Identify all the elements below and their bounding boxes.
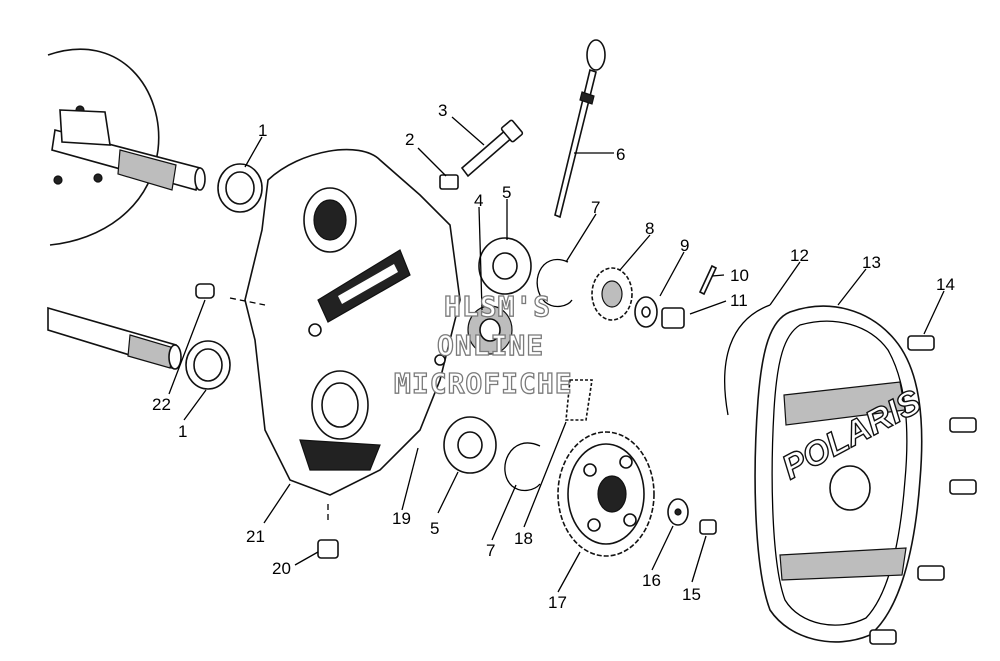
nut [439,174,459,190]
lower-gear [557,431,655,557]
washer-upper [634,296,658,328]
callout-18: 18 [514,529,533,548]
callout-3: 3 [438,101,447,120]
callout-15: 15 [682,585,701,604]
dowel-pin [195,283,215,299]
castle-nut [661,307,685,329]
cover-bolts [869,335,977,645]
callout-9: 9 [680,236,689,255]
watermark-line-3: MICROFICHE [394,367,573,400]
watermark-line-1: HLSM'S [444,290,551,323]
callout-19: 19 [392,509,411,528]
snap-ring-lower [504,442,541,492]
callout-20: 20 [272,559,291,578]
callout-14: 14 [936,275,955,294]
cotter-pin [698,264,718,296]
tensioner-bolt [460,119,524,178]
callout-21: 21 [246,527,265,546]
snap-ring-upper [536,259,573,308]
callout-5-upper: 5 [502,183,511,202]
tensioner-roller [467,305,513,355]
callout-8: 8 [645,219,654,238]
bearing-upper [478,237,532,295]
callout-5-lower: 5 [430,519,439,538]
chaincase-cover: POLARIS [754,305,928,643]
drain-plug [317,539,339,559]
callout-4: 4 [474,191,483,210]
callout-12: 12 [790,246,809,265]
callout-2: 2 [405,130,414,149]
seal-upper [217,163,263,213]
washer-lower [667,498,689,526]
watermark: HLSM'S ONLINE MICROFICHE [393,289,573,400]
dipstick [554,39,606,219]
callout-numbers: 1 2 3 4 5 6 7 8 9 10 11 12 13 14 22 1 21… [152,101,955,612]
callout-7-lower: 7 [486,541,495,560]
lower-shaft [47,306,182,370]
callout-16: 16 [642,571,661,590]
callout-17: 17 [548,593,567,612]
drive-chain [565,379,593,421]
callout-10: 10 [730,266,749,285]
watermark-line-2: ONLINE [437,329,544,362]
callout-1-upper: 1 [258,121,267,140]
bearing-lower [443,416,497,474]
seal-lower [185,340,231,390]
chaincase-housing [244,148,461,496]
callout-22: 22 [152,395,171,414]
callout-7-upper: 7 [591,198,600,217]
upper-shaft [51,109,206,192]
leader-lines [168,116,945,593]
callout-1-lower: 1 [178,422,187,441]
callout-6: 6 [616,145,625,164]
gear-bolt [699,519,717,535]
callout-11: 11 [730,291,748,310]
callout-13: 13 [862,253,881,272]
upper-sprocket [591,267,633,321]
cover-gasket [724,304,771,416]
